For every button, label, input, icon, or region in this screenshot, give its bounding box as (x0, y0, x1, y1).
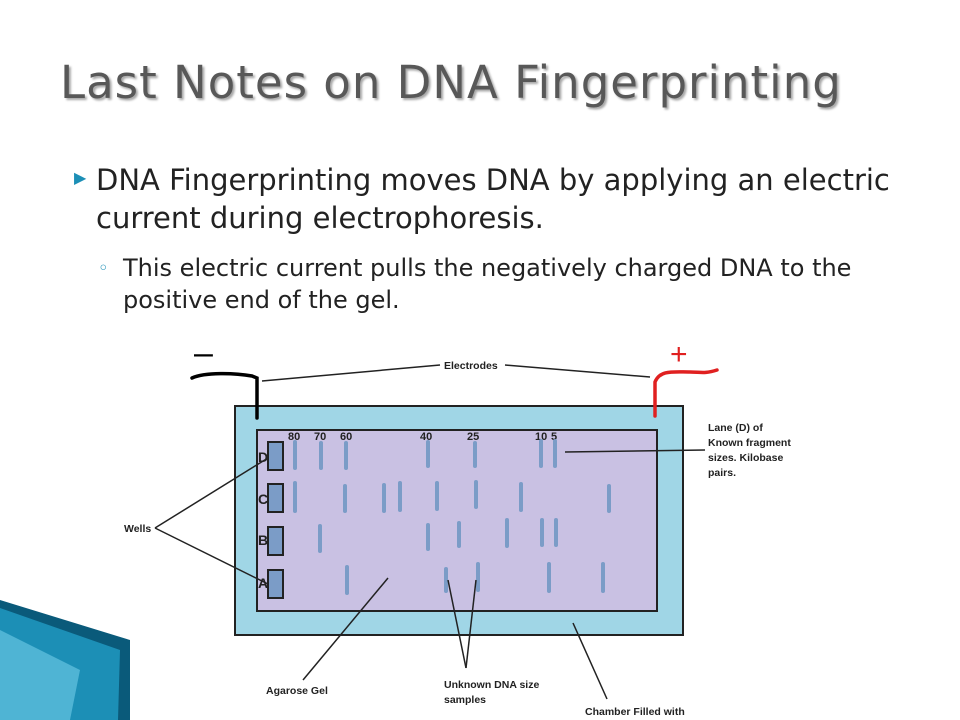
sub-bullet-circle-icon: ◦ (98, 258, 109, 279)
bullet-arrow-icon: ▶ (74, 168, 87, 187)
lane-d-label-line1: Lane (D) of (708, 422, 763, 434)
well-d (267, 441, 284, 471)
sub-bullet-text: This electric current pulls the negative… (123, 254, 852, 314)
electrodes-pointer-left (261, 364, 441, 382)
wells-pointer-lower (154, 527, 269, 585)
chamber-pointer (572, 622, 608, 700)
size-label-60: 60 (340, 431, 352, 443)
wells-pointer-upper (154, 457, 269, 529)
unknown-pointer-left (447, 579, 467, 669)
dna-bands (293, 439, 611, 595)
negative-electrode-wire (190, 371, 259, 420)
lane-label-a: A (258, 575, 268, 591)
unknown-label-line2: samples (444, 694, 486, 706)
positive-electrode-wire (653, 368, 719, 418)
unknown-label-line1: Unknown DNA size (444, 679, 539, 691)
unknown-pointer-right (465, 579, 477, 669)
electrodes-label: Electrodes (444, 360, 498, 372)
size-label-25: 25 (467, 431, 479, 443)
agarose-gel (256, 429, 658, 612)
size-label-10: 10 (535, 431, 547, 443)
well-a (267, 569, 284, 599)
slide-title: Last Notes on DNA Fingerprinting (60, 56, 842, 109)
wells-label: Wells (124, 523, 151, 535)
positive-sign: + (670, 338, 688, 371)
main-bullet-text: DNA Fingerprinting moves DNA by applying… (96, 163, 890, 235)
well-c (267, 483, 284, 513)
agarose-label: Agarose Gel (266, 685, 328, 697)
well-b (267, 526, 284, 556)
lane-d-label-line2: Known fragment (708, 437, 791, 449)
lane-d-pointer (564, 449, 706, 453)
corner-decoration (0, 600, 130, 720)
size-label-40: 40 (420, 431, 432, 443)
size-label-80: 80 (288, 431, 300, 443)
chamber-label: Chamber Filled with (585, 706, 685, 718)
negative-sign: – (194, 334, 213, 372)
agarose-pointer (302, 577, 389, 681)
size-label-5: 5 (551, 431, 557, 443)
lane-d-label-line3: sizes. Kilobase (708, 452, 783, 464)
size-label-70: 70 (314, 431, 326, 443)
lane-label-b: B (258, 532, 268, 548)
lane-label-c: C (258, 491, 268, 507)
electrodes-pointer-right (504, 364, 651, 378)
lane-label-d: D (258, 449, 268, 465)
lane-d-label-line4: pairs. (708, 467, 736, 479)
